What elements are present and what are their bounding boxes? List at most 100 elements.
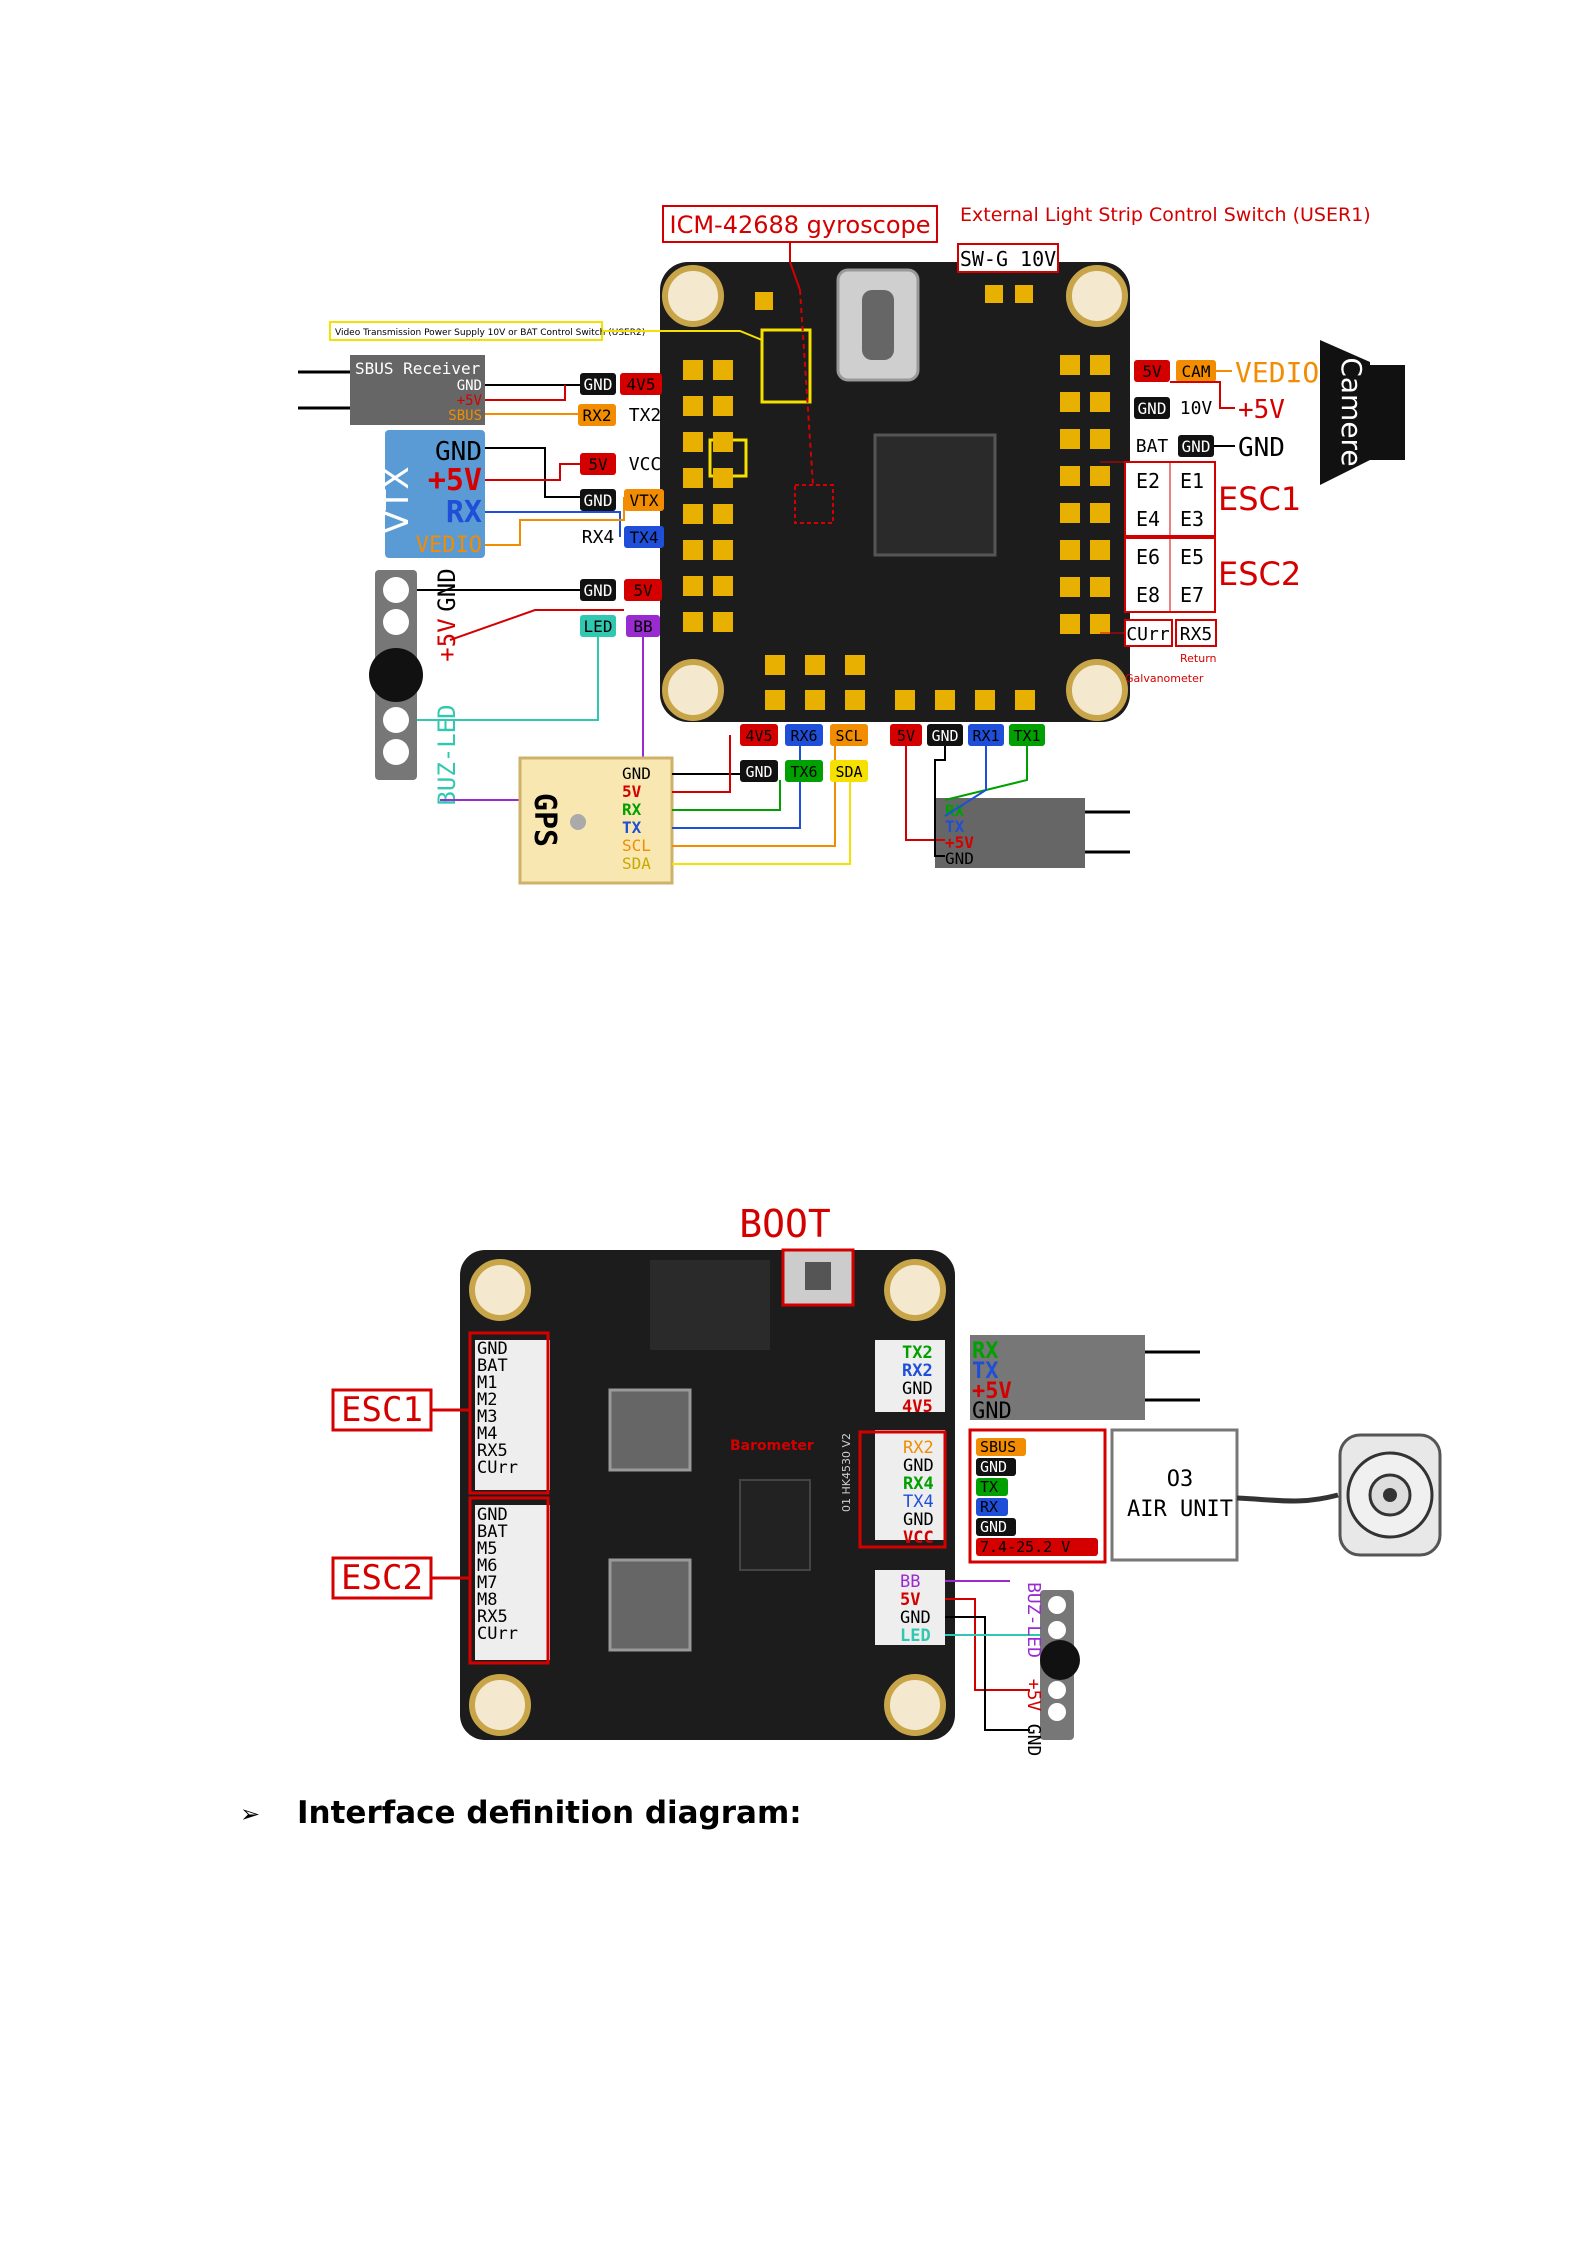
svg-text:TX4: TX4 xyxy=(903,1492,934,1512)
svg-text:GND: GND xyxy=(945,849,974,868)
svg-text:GND: GND xyxy=(980,1458,1007,1476)
svg-text:7.4-25.2 V: 7.4-25.2 V xyxy=(980,1538,1070,1556)
esc1-connector: GND BAT M1 M2 M3 M4 RX5 CUrr ESC1 xyxy=(331,1331,550,1495)
svg-text:+5V: +5V xyxy=(1023,1679,1044,1712)
svg-text:M6: M6 xyxy=(477,1556,497,1576)
section-heading: Interface definition diagram: xyxy=(297,1795,802,1831)
svg-text:4V5: 4V5 xyxy=(627,375,656,394)
svg-text:BAT: BAT xyxy=(1136,436,1169,457)
svg-text:LED: LED xyxy=(584,617,613,636)
gps-module: GPS GND 5V RX TX SCL SDA xyxy=(518,756,674,885)
esc1-bottom-title: ESC1 xyxy=(341,1390,423,1430)
svg-text:RX4: RX4 xyxy=(903,1474,934,1494)
svg-text:RX5: RX5 xyxy=(477,1607,508,1627)
diagram-bottom: 01 HK4530 V2 Barometer BOOT GND BAT M1 M… xyxy=(331,1202,1442,1756)
swg-box xyxy=(957,243,1059,273)
svg-text:LED: LED xyxy=(900,1626,931,1646)
svg-text:+5V: +5V xyxy=(457,393,483,409)
svg-text:BUZ-LED: BUZ-LED xyxy=(433,704,461,805)
svg-text:GND: GND xyxy=(980,1518,1007,1536)
svg-text:GND: GND xyxy=(900,1608,931,1628)
svg-text:5V: 5V xyxy=(1142,362,1162,381)
esc1-title: ESC1 xyxy=(1218,480,1301,518)
svg-text:GND: GND xyxy=(584,491,613,510)
svg-text:E4: E4 xyxy=(1136,507,1160,531)
svg-text:5V: 5V xyxy=(588,455,608,474)
svg-text:TX: TX xyxy=(945,817,965,836)
svg-text:+5V: +5V xyxy=(428,463,482,498)
svg-text:TX: TX xyxy=(972,1359,999,1384)
svg-text:GND: GND xyxy=(477,1339,508,1359)
svg-text:+5V: +5V xyxy=(972,1379,1012,1404)
diagram-top: ICM-42688 gyroscope External Light Strip… xyxy=(298,204,1405,885)
svg-text:GND: GND xyxy=(972,1399,1012,1424)
svg-text:E8: E8 xyxy=(1136,583,1160,607)
svg-text:RX5: RX5 xyxy=(477,1441,508,1461)
svg-text:M4: M4 xyxy=(477,1424,497,1444)
o3-air-unit: O3 AIR UNIT xyxy=(1110,1428,1442,1562)
svg-text:GND: GND xyxy=(584,581,613,600)
svg-text:BB: BB xyxy=(633,617,652,636)
svg-text:E6: E6 xyxy=(1136,545,1160,569)
svg-text:CUrr: CUrr xyxy=(477,1624,518,1644)
svg-text:BAT: BAT xyxy=(477,1522,508,1542)
fc-board-top xyxy=(660,262,1130,722)
svg-text:GND: GND xyxy=(622,764,651,783)
svg-text:GND: GND xyxy=(931,727,958,745)
svg-text:GND: GND xyxy=(903,1456,934,1476)
svg-text:+5V: +5V xyxy=(1238,395,1285,425)
svg-text:BUZ-LED: BUZ-LED xyxy=(1023,1582,1044,1658)
svg-text:BB: BB xyxy=(900,1572,920,1592)
svg-text:E7: E7 xyxy=(1180,583,1204,607)
svg-text:GND: GND xyxy=(1182,437,1211,456)
svg-text:TX: TX xyxy=(980,1478,998,1496)
buzzer-module: GND +5V BUZ-LED xyxy=(369,568,461,806)
o3-label-box: SBUS GND TX RX GND 7.4-25.2 V xyxy=(968,1428,1107,1564)
svg-text:M2: M2 xyxy=(477,1390,497,1410)
svg-text:4V5: 4V5 xyxy=(745,727,772,745)
svg-text:E5: E5 xyxy=(1180,545,1204,569)
svg-text:CUrr: CUrr xyxy=(477,1458,518,1478)
svg-text:RX2: RX2 xyxy=(902,1361,933,1381)
svg-text:GND: GND xyxy=(477,1505,508,1525)
gps-title: GPS xyxy=(527,793,562,847)
vtx-title: VTX xyxy=(377,466,417,533)
svg-text:GND: GND xyxy=(457,378,482,394)
svg-text:RX: RX xyxy=(972,1339,999,1364)
svg-text:SCL: SCL xyxy=(835,727,862,745)
boot-label: BOOT xyxy=(739,1202,831,1246)
svg-text:VCC: VCC xyxy=(903,1528,934,1548)
svg-text:SBUS: SBUS xyxy=(980,1438,1016,1456)
svg-text:SCL: SCL xyxy=(622,836,651,855)
svg-text:RX2: RX2 xyxy=(583,406,612,425)
svg-text:VTX: VTX xyxy=(630,491,659,510)
svg-text:RX: RX xyxy=(446,495,482,530)
sbus-receiver: SBUS Receiver GND +5V SBUS xyxy=(298,355,485,425)
svg-text:5V: 5V xyxy=(900,1590,920,1610)
svg-text:M5: M5 xyxy=(477,1539,497,1559)
receiver-bottom: RX TX +5V GND xyxy=(935,798,1130,868)
camera-module: VEDIO +5V GND Camere xyxy=(1170,340,1405,485)
svg-text:SDA: SDA xyxy=(622,854,651,873)
buzzer-connector: BB 5V GND LED BUZ-LED +5V GND xyxy=(900,1572,1080,1756)
bottom-pad-labels: 4V5 RX6 SCL GND TX6 SDA 5V GND RX1 TX1 xyxy=(740,724,1045,782)
sbus-receiver-title: SBUS Receiver xyxy=(355,359,481,378)
gyro-label-box xyxy=(662,205,938,243)
svg-text:TX2: TX2 xyxy=(902,1343,933,1363)
esc-grid-top: E2 E1 E4 E3 ESC1 E6 E5 E8 E7 ESC2 CUrr R… xyxy=(1100,461,1301,685)
svg-text:RX6: RX6 xyxy=(790,727,817,745)
heading-bullet: ➢ xyxy=(240,1800,261,1828)
svg-text:5V: 5V xyxy=(897,727,915,745)
svg-text:TX1: TX1 xyxy=(1013,727,1040,745)
svg-text:CUrr: CUrr xyxy=(1126,624,1170,645)
svg-text:10V: 10V xyxy=(1180,398,1213,419)
svg-text:RX4: RX4 xyxy=(582,527,615,548)
svg-text:TX: TX xyxy=(622,818,642,837)
svg-text:4V5: 4V5 xyxy=(902,1397,933,1417)
svg-text:VCC: VCC xyxy=(629,454,662,475)
svg-text:O3: O3 xyxy=(1167,1467,1194,1492)
svg-text:GND: GND xyxy=(1238,433,1285,463)
svg-text:TX2: TX2 xyxy=(629,405,662,426)
svg-text:GND: GND xyxy=(745,763,772,781)
esc2-connector: GND BAT M5 M6 M7 M8 RX5 CUrr ESC2 xyxy=(331,1496,550,1665)
